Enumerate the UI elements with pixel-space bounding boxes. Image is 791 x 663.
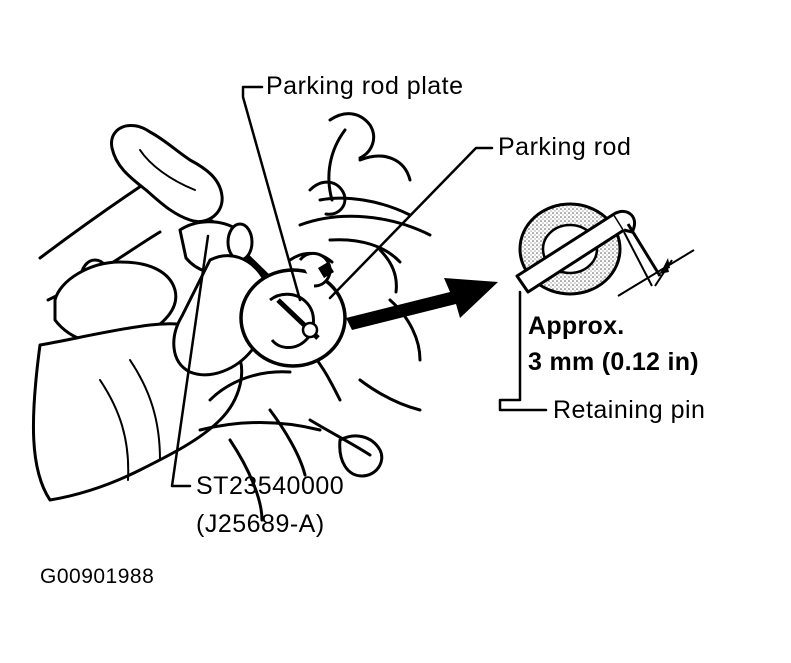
magnified-detail-circle-icon [239,252,347,368]
label-tool-number: ST23540000 [196,472,345,500]
retaining-pin-detail-icon [515,202,695,297]
label-parking-rod: Parking rod [498,133,632,161]
pointer-arrow-icon [346,278,498,330]
leader-lines [170,85,548,488]
label-retaining-pin: Retaining pin [553,396,706,424]
label-parking-rod-plate: Parking rod plate [266,72,464,100]
label-measurement: 3 mm (0.12 in) [528,348,699,376]
label-approx: Approx. [528,312,625,340]
figure-code: G00901988 [40,565,155,588]
label-tool-alt: (J25689-A) [196,510,325,538]
